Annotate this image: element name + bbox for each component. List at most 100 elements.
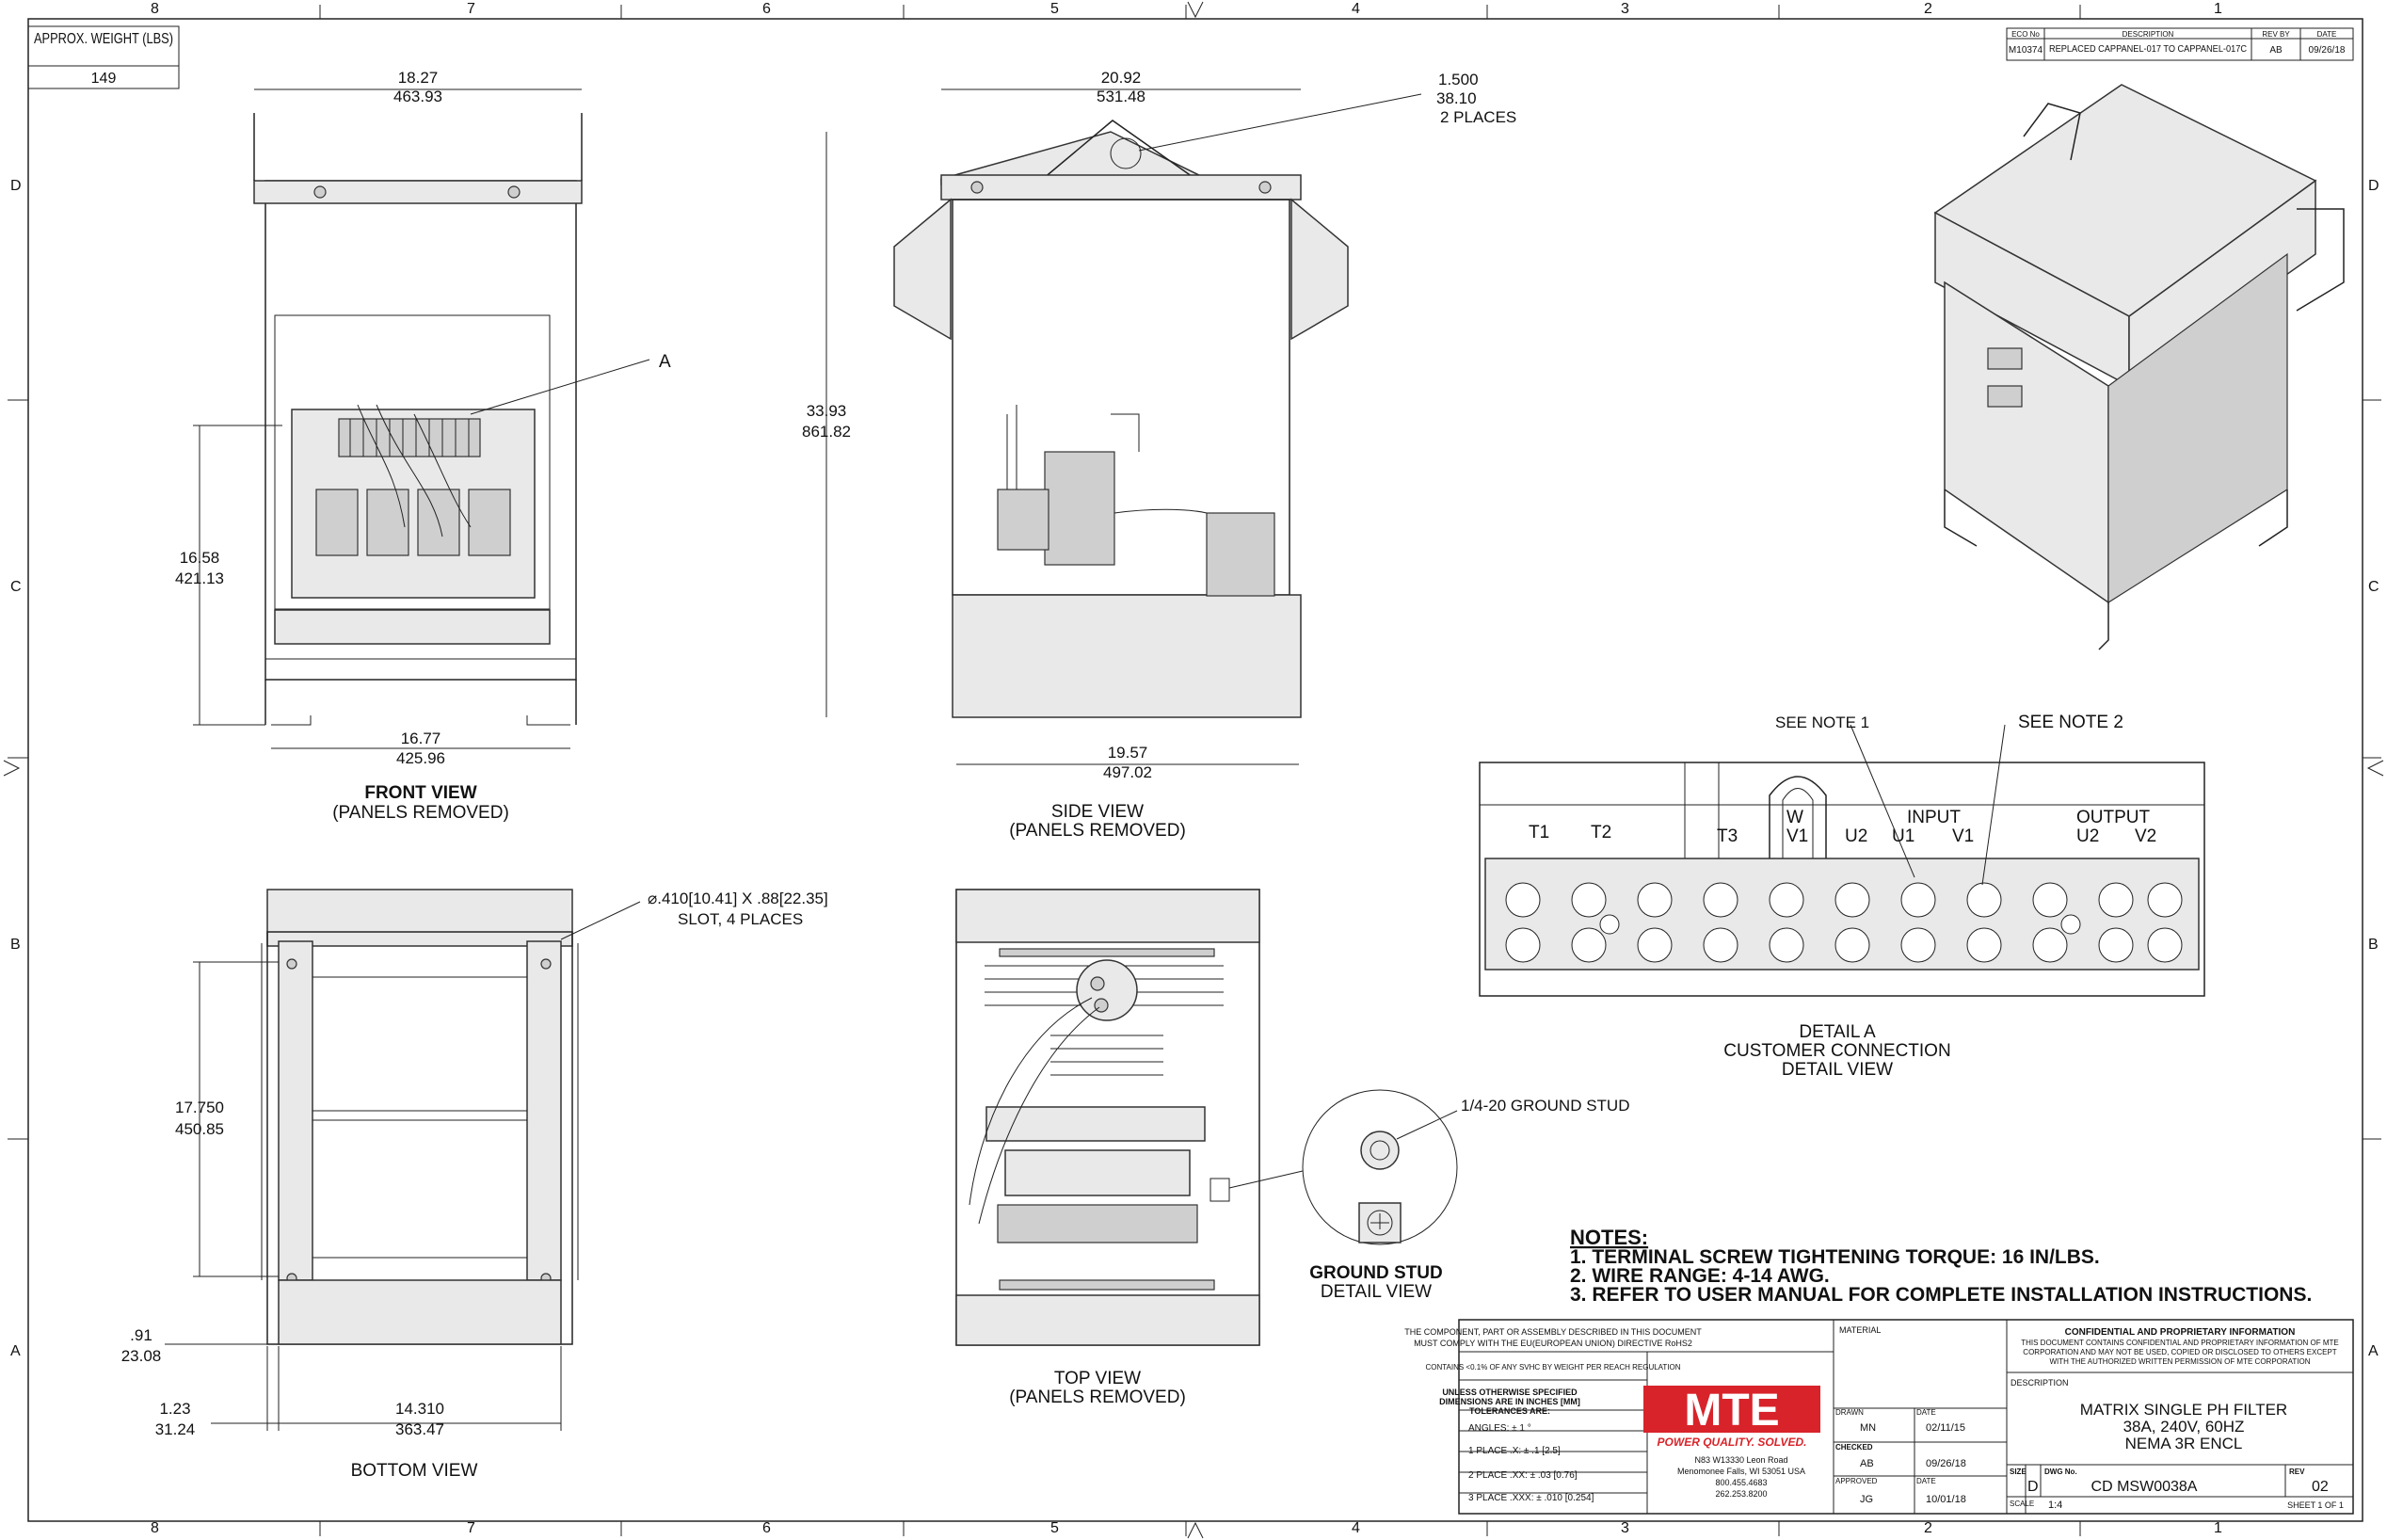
terminal-label-t1: T1 [1529, 823, 1549, 842]
address-1: N83 W13330 Leon Road [1694, 1455, 1787, 1465]
approved-by: JG [1860, 1494, 1873, 1505]
tolerance-head-2: DIMENSIONS ARE IN INCHES [MM] [1439, 1397, 1580, 1406]
weight-label: APPROX. WEIGHT (LBS) [34, 31, 173, 47]
top-view: TOP VIEW (PANELS REMOVED) [955, 889, 1260, 1407]
description-label: DESCRIPTION [2011, 1378, 2069, 1388]
output-label: OUTPUT [2076, 808, 2151, 827]
sheet-number: SHEET 1 OF 1 [2287, 1500, 2344, 1510]
col-bottom-2: 2 [1924, 1520, 1932, 1536]
side-view-subtitle: (PANELS REMOVED) [1009, 821, 1186, 841]
scale-label: SCALE [2010, 1500, 2034, 1508]
ground-stud-detail: 1/4-20 GROUND STUD GROUND STUD DETAIL VI… [1228, 1089, 1629, 1302]
front-width-mm: 463.93 [393, 88, 442, 105]
size-value: D [2027, 1479, 2039, 1495]
detail-a-title-1: DETAIL A [1799, 1022, 1876, 1042]
row-left-b: B [10, 937, 21, 953]
drawn-date: 02/11/15 [1926, 1422, 1965, 1434]
bottom-slot-note-2: SLOT, 4 PLACES [678, 910, 803, 928]
row-right-d: D [2368, 178, 2379, 194]
terminal-label-u2-a: U2 [1845, 826, 1867, 846]
bottom-edge-mm: 31.24 [155, 1420, 196, 1438]
tolerance-2-place: 2 PLACE .XX: ± .03 [0.76] [1468, 1470, 1578, 1481]
side-base-in: 19.57 [1108, 744, 1148, 762]
note-3: 3. REFER TO USER MANUAL FOR COMPLETE INS… [1570, 1284, 2312, 1306]
side-view-title: SIDE VIEW [1051, 802, 1144, 822]
date-label-approved: DATE [1916, 1477, 1936, 1485]
mte-logo-text: MTE [1684, 1386, 1779, 1436]
ground-detail-circle [1302, 1089, 1458, 1245]
drawn-label: DRAWN [1835, 1408, 1864, 1417]
front-base-in: 16.77 [401, 730, 441, 747]
description-line-2: 38A, 240V, 60HZ [2123, 1418, 2245, 1436]
rev-date: 09/26/18 [2309, 45, 2346, 56]
bottom-slot-note-1: ⌀.410[10.41] X .88[22.35] [648, 890, 828, 907]
bottom-width-mm: 363.47 [395, 1420, 444, 1438]
col-bottom-4: 4 [1352, 1520, 1360, 1536]
top-terminal-block [997, 1204, 1198, 1243]
front-callout-a: A [659, 352, 671, 372]
input-label: INPUT [1907, 808, 1961, 827]
rev-eco: M10374 [2009, 45, 2043, 56]
address-2: Menomonee Falls, WI 53051 USA [1677, 1467, 1805, 1476]
front-width-in: 18.27 [398, 69, 439, 87]
dwg-number: CD MSW0038A [2091, 1479, 2198, 1495]
tolerance-1-place: 1 PLACE .X: ± .1 [2.5] [1468, 1446, 1561, 1456]
row-left-d: D [10, 178, 22, 194]
detail-a-title-3: DETAIL VIEW [1782, 1060, 1893, 1080]
detail-a-title-2: CUSTOMER CONNECTION [1723, 1041, 1950, 1061]
front-view-title: FRONT VIEW [364, 783, 476, 803]
tolerance-head-3: TOLERANCES ARE: [1469, 1406, 1550, 1416]
col-bottom-7: 7 [467, 1520, 475, 1536]
col-bottom-6: 6 [762, 1520, 771, 1536]
top-view-title: TOP VIEW [1054, 1369, 1141, 1388]
bottom-height-in: 17.750 [175, 1099, 224, 1116]
col-top-7: 7 [467, 1, 475, 17]
front-view: A 18.27 463.93 16.58 421.13 16.77 425.96… [175, 69, 671, 823]
terminal-label-t2: T2 [1591, 823, 1611, 842]
dwg-label: DWG No. [2044, 1468, 2077, 1476]
notes: NOTES: 1. TERMINAL SCREW TIGHTENING TORQ… [1570, 1226, 2312, 1306]
side-lift-hole [1110, 137, 1142, 169]
bottom-offset-mm: 23.08 [121, 1347, 162, 1365]
checked-label: CHECKED [1835, 1443, 1873, 1452]
ground-stud-subtitle: DETAIL VIEW [1321, 1282, 1432, 1302]
approved-date: 10/01/18 [1926, 1494, 1966, 1505]
note-1: 1. TERMINAL SCREW TIGHTENING TORQUE: 16 … [1570, 1246, 2100, 1268]
front-base-mm: 425.96 [396, 749, 445, 767]
col-top-3: 3 [1621, 1, 1629, 17]
column-labels: 8 7 6 5 4 3 2 1 8 7 6 5 4 3 2 1 D C B A … [10, 1, 2379, 1536]
mte-tagline: POWER QUALITY. SOLVED. [1658, 1436, 1807, 1449]
rev-by: AB [2269, 45, 2283, 56]
description-line-1: MATRIX SINGLE PH FILTER [2080, 1401, 2287, 1419]
side-height-in: 33.93 [807, 402, 847, 420]
bottom-width-in: 14.310 [395, 1400, 444, 1418]
border-ticks [3, 1, 2384, 1539]
bottom-height-mm: 450.85 [175, 1120, 224, 1138]
checked-date: 09/26/18 [1926, 1458, 1966, 1469]
sheet-border [27, 18, 2363, 1522]
date-label-drawn: DATE [1916, 1408, 1936, 1417]
col-top-4: 4 [1352, 1, 1360, 17]
compliance-line-2: MUST COMPLY WITH THE EU(EUROPEAN UNION) … [1414, 1339, 1692, 1348]
ground-stud-title: GROUND STUD [1309, 1263, 1442, 1283]
rev-value: 02 [2312, 1479, 2329, 1495]
side-view: 20.92 531.48 33.93 861.82 19.57 497.02 1… [802, 69, 1516, 841]
row-right-c: C [2368, 579, 2379, 595]
title-block: THE COMPONENT, PART OR ASSEMBLY DESCRIBE… [1404, 1319, 2354, 1515]
detail-a-frame [1479, 762, 2205, 997]
confidential-title: CONFIDENTIAL AND PROPRIETARY INFORMATION [2065, 1327, 2296, 1338]
top-view-subtitle: (PANELS REMOVED) [1009, 1388, 1186, 1407]
top-fan [1076, 959, 1138, 1021]
detail-a: T1 T2 T3 W V1 U2 U1 V1 U2 V2 INPUT OUTPU… [1479, 713, 2205, 1080]
terminal-label-w: W [1786, 808, 1803, 827]
front-height-mm: 421.13 [175, 569, 224, 587]
bottom-offset-in: .91 [130, 1326, 152, 1344]
terminal-label-v1: V1 [1952, 826, 1974, 846]
note-2: 2. WIRE RANGE: 4-14 AWG. [1570, 1265, 1830, 1287]
col-bottom-3: 3 [1621, 1520, 1629, 1536]
tolerance-3-place: 3 PLACE .XXX: ± .010 [0.254] [1468, 1493, 1594, 1503]
svhc-line: CONTAINS <0.1% OF ANY SVHC BY WEIGHT PER… [1425, 1363, 1680, 1372]
rev-label: REV [2289, 1468, 2305, 1476]
col-top-5: 5 [1050, 1, 1059, 17]
col-top-6: 6 [762, 1, 771, 17]
